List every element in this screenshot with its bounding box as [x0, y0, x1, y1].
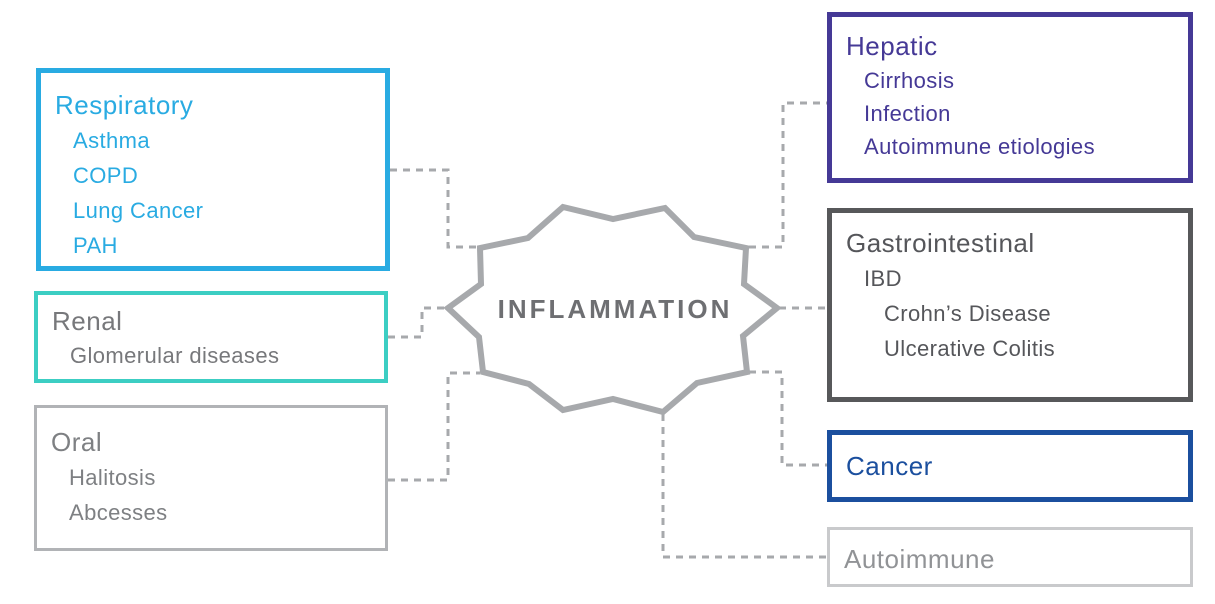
connector-autoimmune — [661, 414, 827, 559]
connector-respiratory — [390, 168, 477, 249]
panel-renal-title: Renal — [52, 306, 123, 336]
panel-respiratory-item: PAH — [73, 233, 118, 258]
connector-renal — [388, 306, 445, 339]
panel-gastrointestinal-title: Gastrointestinal — [846, 228, 1035, 258]
panel-hepatic: Hepatic Cirrhosis Infection Autoimmune e… — [827, 12, 1193, 183]
panel-hepatic-item: Cirrhosis — [864, 68, 955, 93]
panel-cancer: Cancer — [827, 430, 1193, 502]
panel-respiratory-item: COPD — [73, 163, 139, 188]
panel-oral-item: Abcesses — [69, 500, 168, 525]
panel-oral: Oral Halitosis Abcesses — [34, 405, 388, 551]
panel-respiratory-title: Respiratory — [55, 90, 194, 120]
panel-gastrointestinal-item: Crohn’s Disease — [884, 301, 1052, 326]
panel-renal: Renal Glomerular diseases — [34, 291, 388, 383]
panel-renal-item: Glomerular diseases — [70, 343, 280, 368]
panel-oral-item: Halitosis — [69, 465, 156, 490]
connector-oral — [388, 371, 480, 482]
panel-respiratory-item: Asthma — [73, 128, 150, 153]
panel-autoimmune-title: Autoimmune — [844, 544, 995, 574]
connector-cancer — [749, 370, 827, 467]
panel-autoimmune: Autoimmune — [827, 527, 1193, 587]
panel-hepatic-item: Infection — [864, 101, 951, 126]
panel-gastrointestinal-item: Ulcerative Colitis — [884, 336, 1056, 361]
panel-gastrointestinal-item: IBD — [864, 266, 902, 291]
panel-oral-title: Oral — [51, 427, 103, 457]
panel-hepatic-title: Hepatic — [846, 31, 938, 61]
panel-hepatic-item: Autoimmune etiologies — [864, 134, 1095, 159]
connector-hepatic — [749, 101, 827, 249]
panel-respiratory-item: Lung Cancer — [73, 198, 204, 223]
panel-cancer-title: Cancer — [846, 451, 933, 481]
inflammation-burst-shape — [443, 203, 782, 416]
center-label: INFLAMMATION — [497, 294, 733, 324]
panel-respiratory: Respiratory Asthma COPD Lung Cancer PAH — [36, 68, 390, 271]
panel-gastrointestinal: Gastrointestinal IBD Crohn’s Disease Ulc… — [827, 208, 1193, 402]
